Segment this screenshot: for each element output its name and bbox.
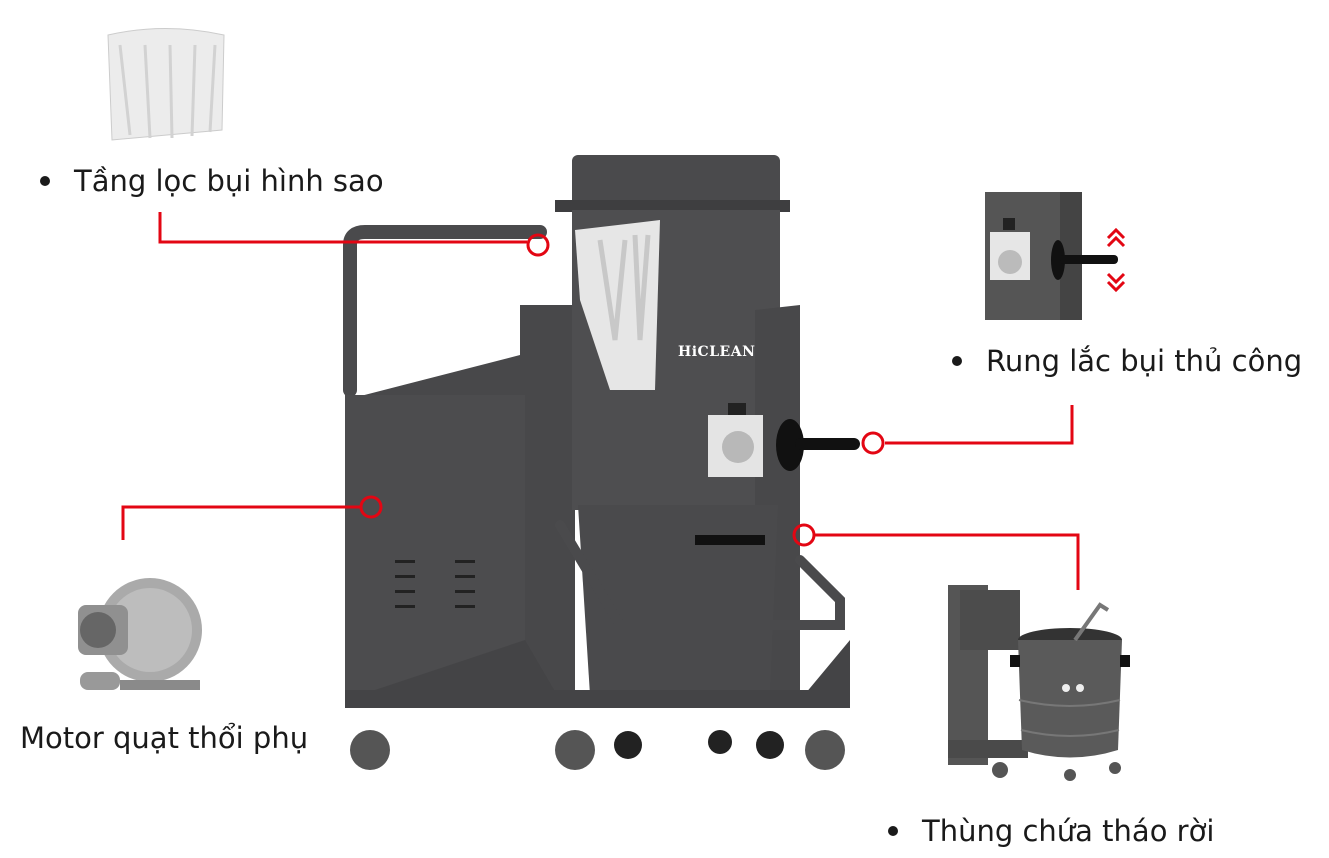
brand-logo: HiCLEAN xyxy=(678,344,756,360)
star-filter-marker xyxy=(526,233,550,257)
callout-manual-shaker: Rung lắc bụi thủ công xyxy=(952,344,1302,378)
callout-star-filter: Tầng lọc bụi hình sao xyxy=(40,164,384,198)
callout-aux-blower-motor: Motor quạt thổi phụ xyxy=(20,721,308,755)
callout-label: Thùng chứa tháo rời xyxy=(922,814,1215,848)
bullet-icon xyxy=(40,176,50,186)
callout-label: Rung lắc bụi thủ công xyxy=(986,344,1303,378)
vacuum-machine xyxy=(343,155,860,770)
removable-bin-leader-line xyxy=(815,533,1080,590)
manual-shaker-image xyxy=(985,192,1126,320)
manual-shaker-marker xyxy=(861,431,885,455)
removable-bin-image xyxy=(948,585,1130,781)
callout-label: Tầng lọc bụi hình sao xyxy=(74,164,384,198)
aux-blower-motor-marker xyxy=(359,495,383,519)
manual-shaker-leader-line xyxy=(885,405,1074,445)
star-filter-image xyxy=(107,28,225,141)
star-filter-leader-line xyxy=(158,212,527,244)
removable-bin-marker xyxy=(792,523,816,547)
callout-removable-bin: Thùng chứa tháo rời xyxy=(888,814,1214,848)
bullet-icon xyxy=(888,826,898,836)
bullet-icon xyxy=(952,356,962,366)
aux-blower-motor-leader-line xyxy=(121,505,360,540)
callout-label: Motor quạt thổi phụ xyxy=(20,721,309,755)
aux-blower-motor-image xyxy=(78,578,202,690)
